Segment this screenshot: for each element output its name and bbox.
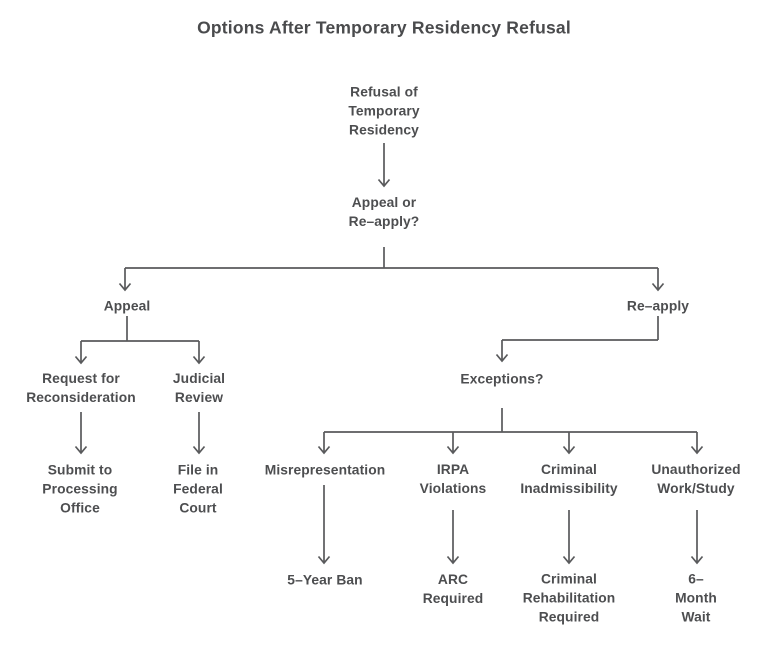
node-reapply: Re–apply (626, 298, 690, 314)
edge-exceptions-split-bar (324, 408, 697, 433)
node-submit-processing: Submit to Processing Office (42, 462, 118, 516)
node-refusal: Refusal of Temporary Residency (348, 84, 420, 138)
edge-reapply-elbow (502, 316, 659, 341)
edge-to-six-month-wait (690, 510, 704, 565)
node-appeal-or-reapply: Appeal or Re–apply? (348, 195, 420, 229)
node-request-reconsideration: Request for Reconsideration (26, 371, 136, 405)
edge-to-misrepresentation (317, 432, 331, 455)
edge-to-irpa-violations (446, 432, 460, 455)
edge-to-five-year-ban (317, 485, 331, 565)
node-unauthorized-work-study: Unauthorized Work/Study (651, 462, 741, 496)
diagram-title: Options After Temporary Residency Refusa… (197, 17, 571, 38)
edge-to-file-federal (192, 412, 206, 455)
node-judicial-review: Judicial Review (172, 371, 226, 405)
edge-split-to-appeal (118, 268, 132, 292)
edge-split-to-reapply (651, 268, 665, 292)
edge-to-request-reconsideration (74, 341, 88, 365)
node-irpa-violations: IRPA Violations (419, 462, 487, 496)
edge-appeal-split-bar (81, 316, 199, 342)
node-misrepresentation: Misrepresentation (264, 462, 386, 478)
edge-to-judicial-review (192, 341, 206, 365)
node-five-year-ban: 5–Year Ban (287, 572, 363, 588)
node-criminal-inadmissibility: Criminal Inadmissibility (520, 462, 618, 496)
edge-to-criminal-inadmissibility (562, 432, 576, 455)
node-exceptions: Exceptions? (460, 371, 544, 387)
edge-question-split-bar (125, 247, 658, 269)
edge-to-unauthorized (690, 432, 704, 455)
edge-to-arc-required (446, 510, 460, 565)
edge-to-criminal-rehabilitation (562, 510, 576, 565)
edge-to-exceptions (495, 340, 509, 363)
node-criminal-rehabilitation: Criminal Rehabilitation Required (522, 571, 616, 625)
node-six-month-wait: 6– Month Wait (675, 571, 717, 625)
node-file-federal: File in Federal Court (173, 462, 223, 516)
edge-refusal-to-question (377, 143, 391, 188)
node-appeal: Appeal (103, 298, 151, 314)
edge-to-submit-processing (74, 412, 88, 455)
node-arc-required: ARC Required (422, 572, 484, 606)
